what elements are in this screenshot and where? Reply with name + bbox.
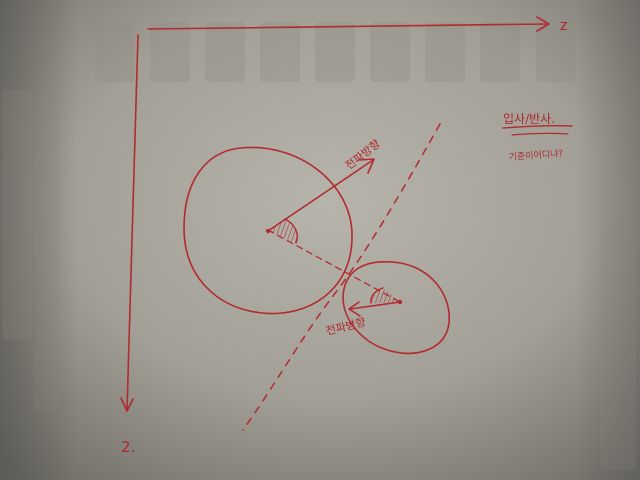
small-circle-center	[397, 299, 403, 305]
vertical-axis-arrowhead	[120, 397, 134, 412]
note-subtitle: 기준이어디냐?	[508, 148, 563, 163]
large-circle	[183, 146, 353, 315]
show-through-marks	[2, 22, 636, 470]
small-circle	[342, 261, 450, 355]
note-underline-2	[511, 132, 569, 136]
note-title: 입사/반사.	[503, 112, 555, 126]
upper-propagation-arrowhead	[358, 158, 375, 174]
vertical-axis-label: 2.	[121, 438, 135, 456]
horizontal-axis-label: z	[560, 18, 567, 34]
note-underline-1	[502, 124, 573, 129]
upper-angle-hatch	[268, 219, 298, 243]
horizontal-axis	[147, 23, 549, 30]
large-circle-center	[265, 228, 271, 234]
horizontal-axis-arrowhead	[536, 16, 550, 32]
lower-propagation-arrow	[349, 301, 401, 310]
lower-angle-hatch	[370, 288, 400, 303]
interface-dashed-line	[242, 123, 441, 431]
vertical-axis	[126, 34, 139, 411]
lower-propagation-arrowhead	[348, 301, 361, 317]
